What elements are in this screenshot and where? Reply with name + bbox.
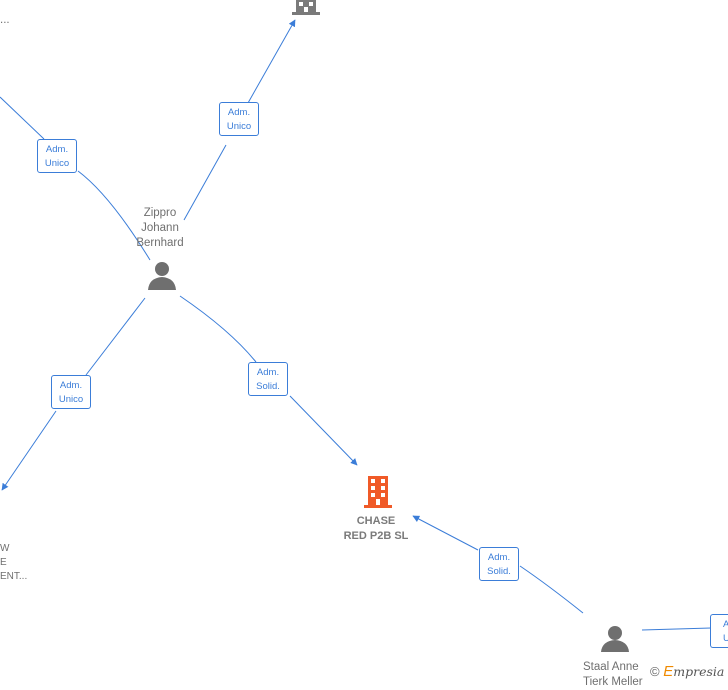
role-line: Adm.	[227, 107, 251, 118]
brand-name: mpresia	[673, 664, 725, 679]
copyright-symbol: ©	[650, 664, 660, 679]
person-name-line: Zippro	[143, 207, 177, 219]
entity-name-line: W	[0, 543, 10, 554]
company-name-line: CHASE	[356, 515, 396, 527]
entity-name-line: E	[0, 557, 7, 568]
role-badge[interactable]: Adm. Solid.	[248, 362, 288, 396]
edge-topleft-zippro	[0, 96, 151, 261]
role-line: Adm.	[256, 367, 280, 378]
edge-zippro-left-entity	[2, 297, 146, 490]
role-line: Adm.	[723, 618, 728, 632]
company-name-line: RED P2B SL	[343, 530, 409, 542]
role-line: Adm.	[487, 552, 511, 563]
person-name-line: Tierk Meller	[583, 676, 643, 688]
role-line: Unico	[58, 394, 84, 405]
entity-label-left[interactable]: W E ENT...	[0, 542, 27, 584]
role-badge[interactable]: Adm. Unico	[51, 375, 91, 409]
footer-watermark: © Empresia	[650, 663, 724, 680]
role-line: Adm.	[59, 380, 83, 391]
role-line: Unico	[723, 632, 728, 646]
edge-zippro-top-company	[183, 20, 295, 221]
person-name-line: Johann	[141, 222, 179, 234]
brand-initial: E	[663, 663, 674, 680]
edge-zippro-chase	[179, 295, 357, 465]
role-badge[interactable]: Adm. Unico	[37, 139, 77, 173]
role-line: Unico	[44, 158, 70, 169]
building-icon[interactable]	[362, 475, 394, 509]
role-line: Solid.	[256, 381, 280, 392]
building-icon[interactable]	[290, 0, 322, 16]
person-name-line: Staal Anne	[583, 661, 639, 673]
role-line: Unico	[226, 121, 252, 132]
top-left-fragment: ...	[0, 14, 10, 26]
edge-staal-chase	[413, 516, 584, 614]
person-label-zippro[interactable]: Zippro Johann Bernhard	[120, 206, 200, 251]
entity-name-line: ENT...	[0, 571, 28, 582]
role-badge[interactable]: Adm. Unico	[219, 102, 259, 136]
person-icon[interactable]	[147, 261, 177, 291]
role-badge[interactable]: Adm. Unico	[710, 614, 728, 648]
role-line: Adm.	[45, 144, 69, 155]
company-label-chase[interactable]: CHASE RED P2B SL	[326, 514, 426, 544]
person-icon[interactable]	[600, 625, 630, 653]
role-badge[interactable]: Adm. Solid.	[479, 547, 519, 581]
person-name-line: Bernhard	[136, 237, 184, 249]
role-line: Solid.	[487, 566, 511, 577]
edge-staal-right	[641, 627, 712, 631]
person-label-staal[interactable]: Staal Anne Tierk Meller	[583, 660, 643, 690]
